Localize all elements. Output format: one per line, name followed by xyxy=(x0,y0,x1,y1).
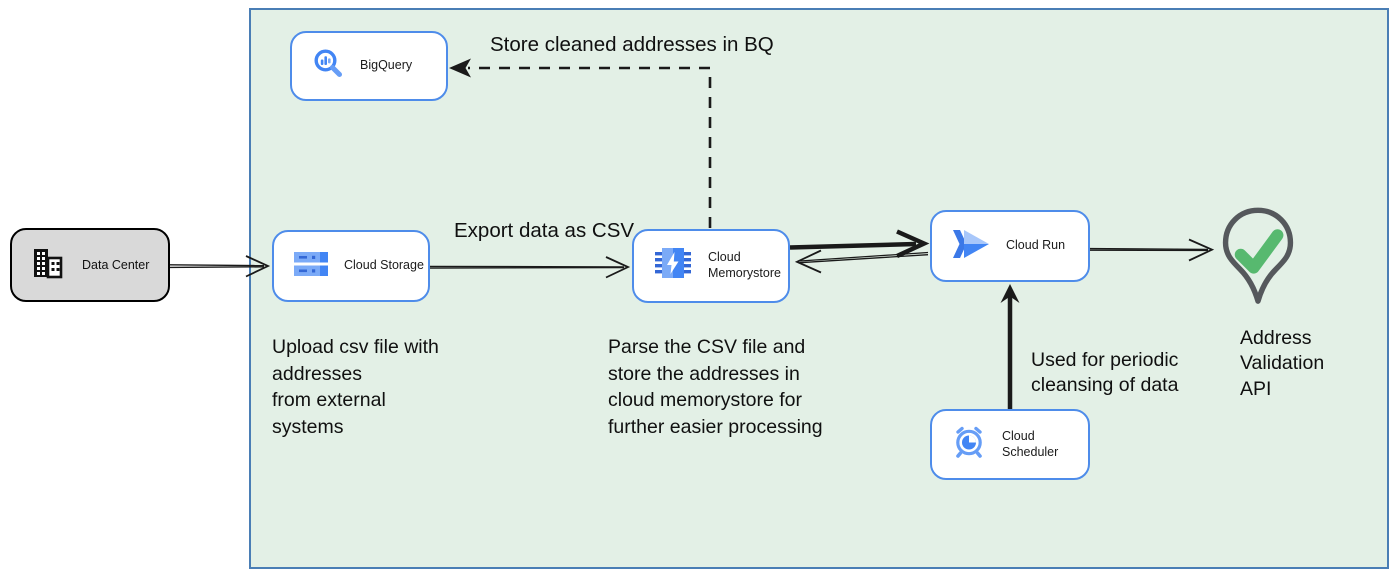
scheduler-icon xyxy=(951,424,987,465)
node-label-data-center: Data Center xyxy=(82,258,150,272)
node-label-cloud-scheduler: Cloud Scheduler xyxy=(1002,428,1059,459)
building-icon xyxy=(31,247,67,284)
google-cloud-boundary xyxy=(249,8,1389,569)
annotation-export-data-csv: Export data as CSV xyxy=(454,219,635,242)
annotation-scheduler-note: Used for periodic cleansing of data xyxy=(1031,349,1179,397)
bigquery-icon xyxy=(311,47,345,86)
node-label-cloud-run: Cloud Run xyxy=(1006,238,1066,253)
node-data-center: Data Center xyxy=(10,228,170,302)
annotation-upload-note: Upload csv file with addresses from exte… xyxy=(272,336,439,439)
node-bigquery: BigQuery xyxy=(290,31,448,101)
location-pin-check-icon xyxy=(1216,206,1300,317)
node-label-bigquery: BigQuery xyxy=(360,58,413,73)
cloud-storage-icon xyxy=(293,250,329,283)
node-cloud-storage: Cloud Storage xyxy=(272,230,430,302)
cloud-run-icon xyxy=(951,229,991,264)
annotation-parse-note: Parse the CSV file and store the address… xyxy=(608,336,823,439)
node-cloud-run: Cloud Run xyxy=(930,210,1090,282)
node-cloud-memorystore: Cloud Memorystore xyxy=(632,229,790,303)
node-cloud-scheduler: Cloud Scheduler xyxy=(930,409,1090,480)
node-label-address-validation-api: Address Validation API xyxy=(1240,327,1325,400)
node-label-cloud-memorystore: Cloud Memorystore xyxy=(708,250,781,280)
checkmark-icon xyxy=(1234,229,1284,274)
memorystore-icon xyxy=(653,245,693,288)
node-label-cloud-storage: Cloud Storage xyxy=(344,258,424,273)
annotation-store-cleaned-addresses: Store cleaned addresses in BQ xyxy=(490,33,774,56)
